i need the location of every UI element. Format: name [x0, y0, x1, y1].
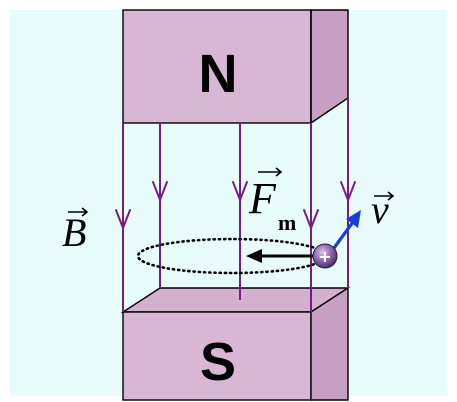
field-line-arrowhead	[152, 181, 168, 201]
field-symbol: B	[62, 210, 86, 255]
field-lines	[115, 98, 356, 312]
field-line-arrowhead	[303, 209, 319, 229]
field-line-arrowhead	[115, 209, 131, 229]
force-subscript: m	[278, 210, 296, 235]
positive-charge-icon: +	[312, 243, 338, 269]
south-pole-label: S	[200, 332, 236, 392]
north-magnet: N	[122, 9, 349, 125]
north-magnet-front-face	[122, 9, 312, 124]
field-vector-label: B	[62, 207, 89, 255]
force-vector-label: F m	[248, 167, 296, 235]
force-symbol: F	[248, 174, 277, 223]
field-vector-arrow-tip	[81, 207, 89, 217]
charge-body	[312, 243, 338, 269]
velocity-vector-arrow-tip	[387, 191, 395, 201]
force-arrow-head	[246, 249, 262, 263]
charge-sign: +	[318, 247, 331, 266]
south-magnet-side-face	[310, 286, 349, 401]
velocity-symbol: v	[371, 187, 389, 232]
south-magnet-front-face	[122, 311, 312, 401]
field-line-arrowhead	[340, 181, 356, 201]
velocity-arrow-shaft	[332, 221, 355, 249]
field-line-arrowhead	[232, 181, 248, 201]
velocity-arrow	[332, 210, 361, 249]
magnetic-force-arrow	[246, 249, 316, 263]
force-vector-arrow-tip	[275, 167, 283, 177]
north-pole-label: N	[199, 44, 238, 104]
velocity-arrow-head	[346, 210, 361, 228]
south-magnet: S	[120, 286, 351, 401]
south-magnet-top-face	[120, 287, 351, 313]
velocity-vector-label: v	[371, 187, 395, 232]
